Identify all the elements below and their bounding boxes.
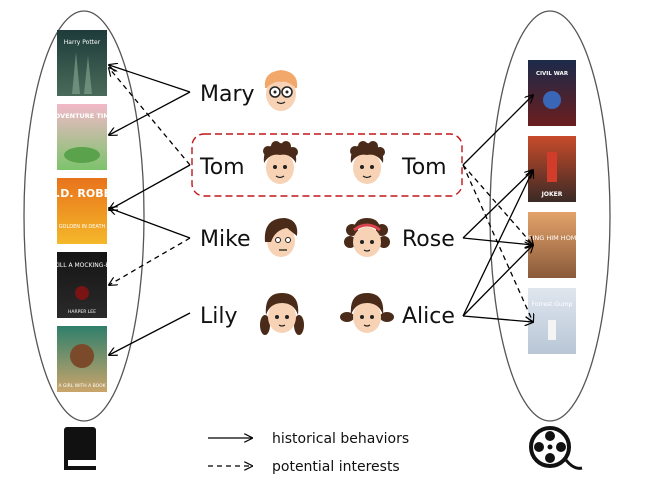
boy-curly-hair-face-icon (263, 141, 298, 184)
movie-poster: CIVIL WAR (528, 60, 576, 126)
user-name-tom-right: Tom (401, 155, 447, 180)
movie-poster: JOKER (528, 136, 576, 202)
girl-headband-face-icon (344, 218, 390, 257)
boy-glasses-face-icon (264, 70, 298, 111)
user-name-mike: Mike (200, 227, 251, 252)
movie-poster-title: CIVIL WAR (536, 71, 569, 77)
book-cover-title: J.D. ROBB (51, 187, 112, 200)
film-reel-icon (529, 426, 583, 470)
legend: historical behaviors potential interests (208, 431, 409, 475)
book-cover-title: ADVENTURE TIME (50, 112, 115, 120)
book-cover-title: A GIRL WITH A BOOK (58, 383, 106, 389)
book-cover-subtitle: GOLDEN IN DEATH (59, 224, 106, 230)
girl-pigtails-face-icon (260, 293, 304, 335)
book-cover-title: Harry Potter (64, 39, 101, 46)
user-name-rose: Rose (402, 227, 455, 252)
book-cover: TO KILL A MOCKING-BIRD HARPER LEE (43, 252, 121, 318)
user-name-tom: Tom (199, 155, 245, 180)
movie-poster: Forrest Gump (528, 288, 576, 354)
user-name-mary: Mary (200, 82, 255, 107)
books-domain-ellipse (23, 10, 145, 422)
boy-curly-hair-face-icon (350, 141, 385, 184)
book-cover-title: TO KILL A MOCKING-BIRD (43, 262, 121, 269)
potential-arrows-left (109, 68, 191, 285)
movie-poster-title: BRING HIM HOME (523, 234, 580, 242)
book-cover: ADVENTURE TIME (50, 104, 115, 170)
movies-domain-ellipse (489, 10, 611, 422)
user-name-lily: Lily (200, 304, 238, 329)
historical-arrows-left (109, 65, 191, 355)
book-cover: Harry Potter (57, 30, 107, 96)
potential-arrows-right (462, 164, 533, 322)
historical-arrows-right (462, 95, 533, 322)
legend-historical-label: historical behaviors (272, 431, 409, 447)
girl-bun-hair-face-icon (340, 293, 394, 333)
user-name-alice: Alice (402, 304, 455, 329)
boy-side-hair-face-icon (264, 218, 298, 257)
movie-poster-title: Forrest Gump (532, 301, 573, 308)
book-cover: A GIRL WITH A BOOK (57, 326, 107, 392)
book-cover-subtitle: HARPER LEE (68, 309, 96, 315)
same-user-highlight-box (191, 133, 463, 197)
legend-potential-label: potential interests (272, 459, 400, 475)
book-cover: J.D. ROBB GOLDEN IN DEATH (51, 178, 112, 244)
book-icon (64, 427, 96, 470)
movie-poster: BRING HIM HOME (523, 212, 581, 278)
movie-poster-title: JOKER (541, 191, 563, 198)
